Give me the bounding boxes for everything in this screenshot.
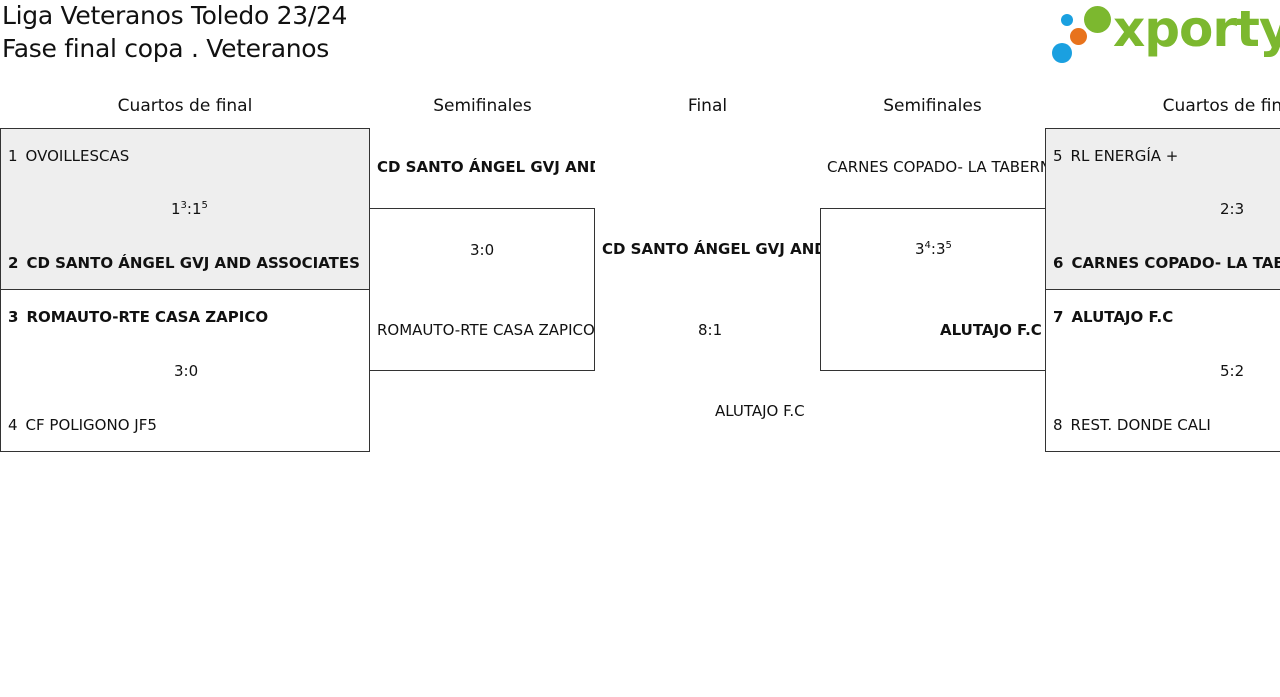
score-home: 3	[915, 240, 925, 258]
match-right-qf-1[interactable]: 5 RL ENERGÍA + 2:3 6 CARNES COPADO- LA TAB…	[1045, 128, 1280, 290]
final-score: 8:1	[698, 321, 723, 339]
right-sf-team-1[interactable]: CARNES COPADO- LA TABERNA	[827, 158, 1045, 176]
team-name: REST. DONDE CALI	[1070, 416, 1211, 434]
match-left-qf-2[interactable]: 3 ROMAUTO-RTE CASA ZAPICO 3:0 4 CF POLIGON…	[0, 289, 370, 452]
logo-dot-orange	[1070, 28, 1087, 45]
seed-number: 1	[8, 147, 18, 165]
seed-number: 4	[8, 416, 18, 434]
column-heading-right-quarterfinals: Cuartos de final	[1162, 96, 1280, 116]
match-score: 3:0	[470, 241, 495, 259]
final-team-1-champion[interactable]: CD SANTO ÁNGEL GVJ AND ASSOCIATES	[602, 240, 820, 258]
match-score: 2:3	[1220, 200, 1245, 218]
team-seed-2-winner[interactable]: 2 CD SANTO ÁNGEL GVJ AND ASSOCIATES	[8, 254, 360, 272]
logo-dot-green	[1084, 6, 1111, 33]
match-left-sf[interactable]: 3:0 ROMAUTO-RTE CASA ZAPICO	[369, 208, 595, 371]
score-separator: :	[186, 200, 192, 218]
seed-number: 2	[8, 254, 19, 272]
column-heading-final: Final	[687, 96, 728, 116]
team-name: CARNES COPADO- LA TABERNA	[1071, 254, 1280, 272]
score-home: 1	[171, 200, 181, 218]
team-seed-6-winner[interactable]: 6 CARNES COPADO- LA TABERNA	[1053, 254, 1280, 272]
column-heading-left-semifinals: Semifinales	[433, 96, 532, 116]
team-name: OVOILLESCAS	[25, 147, 130, 165]
match-score: 34:35	[915, 240, 952, 258]
match-score: 3:0	[174, 362, 199, 380]
left-sf-team-2[interactable]: ROMAUTO-RTE CASA ZAPICO	[377, 321, 595, 339]
team-seed-4[interactable]: 4 CF POLIGONO JF5	[8, 416, 157, 434]
team-seed-3-winner[interactable]: 3 ROMAUTO-RTE CASA ZAPICO	[8, 308, 268, 326]
left-sf-team-1-winner[interactable]: CD SANTO ÁNGEL GVJ AND ASSOCIATES	[377, 158, 595, 176]
team-seed-7-winner[interactable]: 7 ALUTAJO F.C	[1053, 308, 1173, 326]
logo-dot-blue-large	[1052, 43, 1072, 63]
logo-wordmark: xporty	[1113, 0, 1280, 58]
seed-number: 7	[1053, 308, 1064, 326]
match-score: 5:2	[1220, 362, 1245, 380]
team-seed-5[interactable]: 5 RL ENERGÍA +	[1053, 147, 1178, 165]
team-seed-8[interactable]: 8 REST. DONDE CALI	[1053, 416, 1211, 434]
page-title: Liga Veteranos Toledo 23/24	[2, 1, 348, 30]
match-right-sf[interactable]: 34:35 ALUTAJO F.C	[820, 208, 1046, 371]
final-team-2[interactable]: ALUTAJO F.C	[715, 402, 805, 420]
logo-dot-blue-small	[1061, 14, 1073, 26]
score-away-penalties: 5	[945, 240, 952, 251]
column-heading-right-semifinals: Semifinales	[883, 96, 982, 116]
xporty-logo[interactable]: xporty	[1050, 0, 1280, 68]
score-away-penalties: 5	[201, 200, 208, 211]
seed-number: 5	[1053, 147, 1063, 165]
team-name: CF POLIGONO JF5	[25, 416, 157, 434]
team-seed-1[interactable]: 1 OVOILLESCAS	[8, 147, 129, 165]
match-score: 13:15	[171, 200, 208, 218]
seed-number: 8	[1053, 416, 1063, 434]
seed-number: 3	[8, 308, 19, 326]
score-away: 3	[935, 240, 946, 258]
match-right-qf-2[interactable]: 7 ALUTAJO F.C 5:2 8 REST. DONDE CALI	[1045, 289, 1280, 452]
team-name: CD SANTO ÁNGEL GVJ AND ASSOCIATES	[26, 254, 360, 272]
team-name: ALUTAJO F.C	[1071, 308, 1174, 326]
seed-number: 6	[1053, 254, 1064, 272]
score-home-penalties: 3	[180, 200, 187, 211]
column-heading-left-quarterfinals: Cuartos de final	[117, 96, 253, 116]
score-separator: :	[930, 240, 936, 258]
score-home-penalties: 4	[924, 240, 931, 251]
score-away: 1	[191, 200, 202, 218]
team-name: RL ENERGÍA +	[1070, 147, 1179, 165]
right-sf-team-2-winner[interactable]: ALUTAJO F.C	[940, 321, 1042, 339]
team-name: ROMAUTO-RTE CASA ZAPICO	[26, 308, 269, 326]
page-subtitle: Fase final copa . Veteranos	[2, 34, 330, 63]
